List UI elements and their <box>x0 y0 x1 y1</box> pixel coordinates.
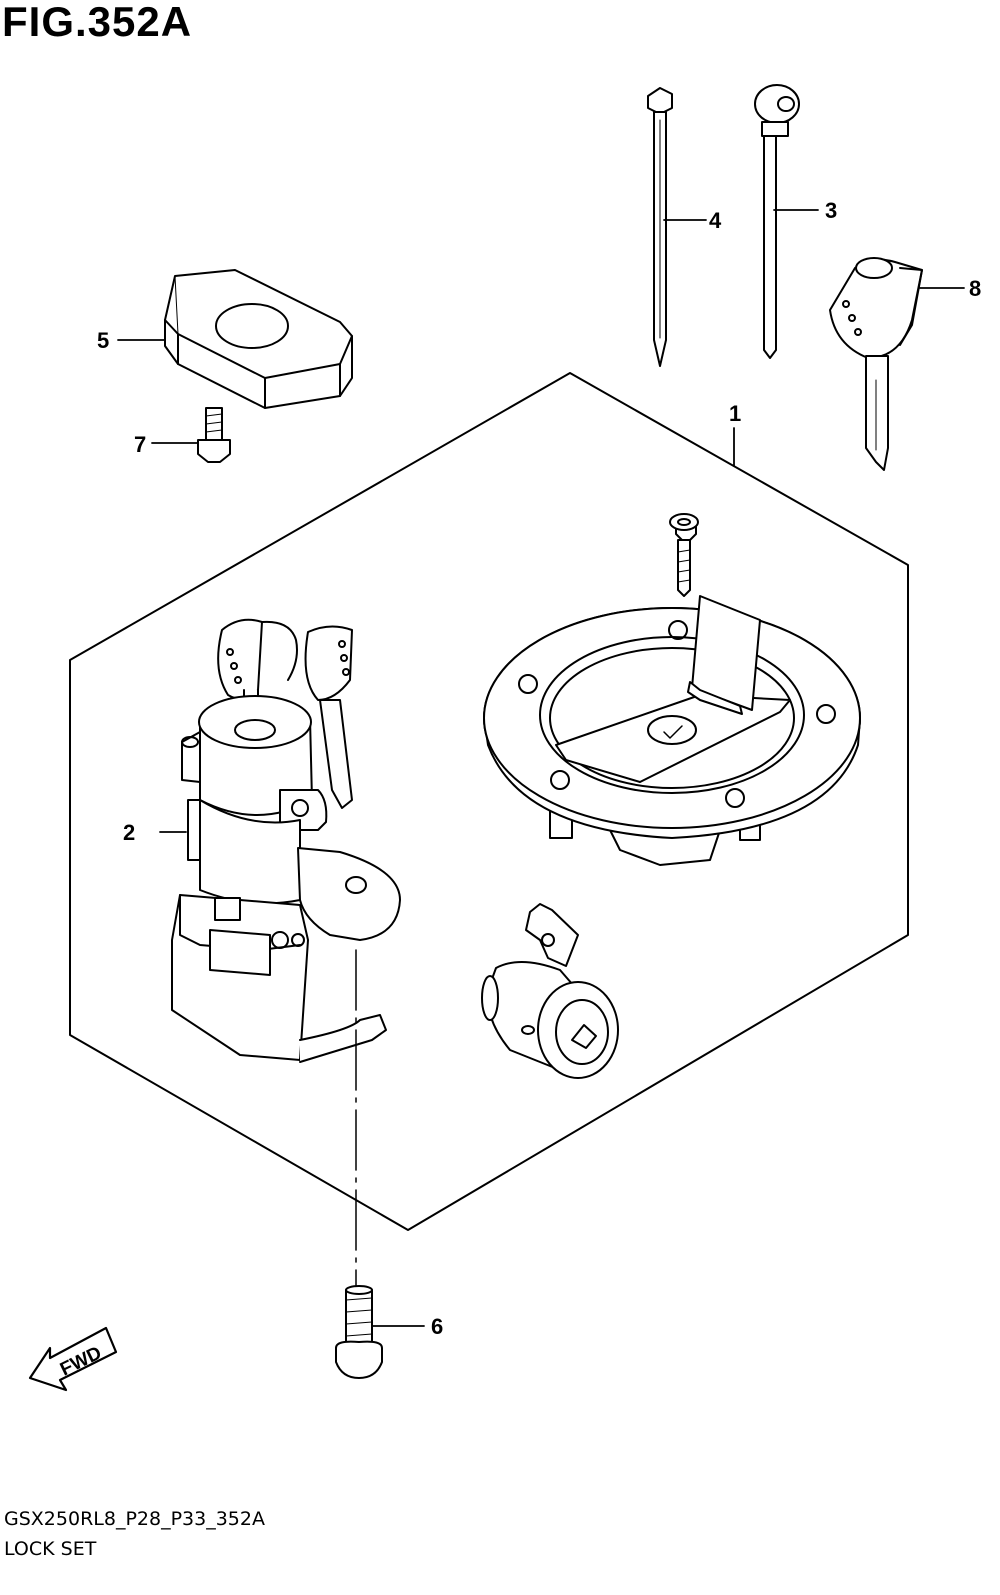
fwd-arrow-icon: FWD <box>28 1326 118 1392</box>
key-blank-part <box>829 257 923 471</box>
cable-tie-part <box>647 87 673 367</box>
fuel-cap-part <box>483 513 861 866</box>
leader-lines <box>117 209 965 1327</box>
ignition-switch-part <box>171 618 401 1063</box>
callout-2: 2 <box>123 820 135 845</box>
screw-7-part <box>197 407 231 463</box>
screw-6-part <box>335 949 383 1379</box>
cover-part <box>164 269 353 409</box>
callout-6: 6 <box>431 1314 443 1339</box>
callout-4: 4 <box>709 208 722 233</box>
lock-set-kit-boundary <box>69 372 909 1231</box>
callout-3: 3 <box>825 198 837 223</box>
callout-7: 7 <box>134 432 146 457</box>
callout-5: 5 <box>97 328 109 353</box>
diagram-code: GSX250RL8_P28_P33_352A <box>4 1508 265 1530</box>
figure-title: FIG.352A <box>2 0 193 45</box>
seat-lock-part <box>481 903 619 1079</box>
diagram-name: LOCK SET <box>4 1538 97 1560</box>
callout-1: 1 <box>729 401 741 426</box>
clamp-band-part <box>754 84 800 359</box>
callout-8: 8 <box>969 276 981 301</box>
